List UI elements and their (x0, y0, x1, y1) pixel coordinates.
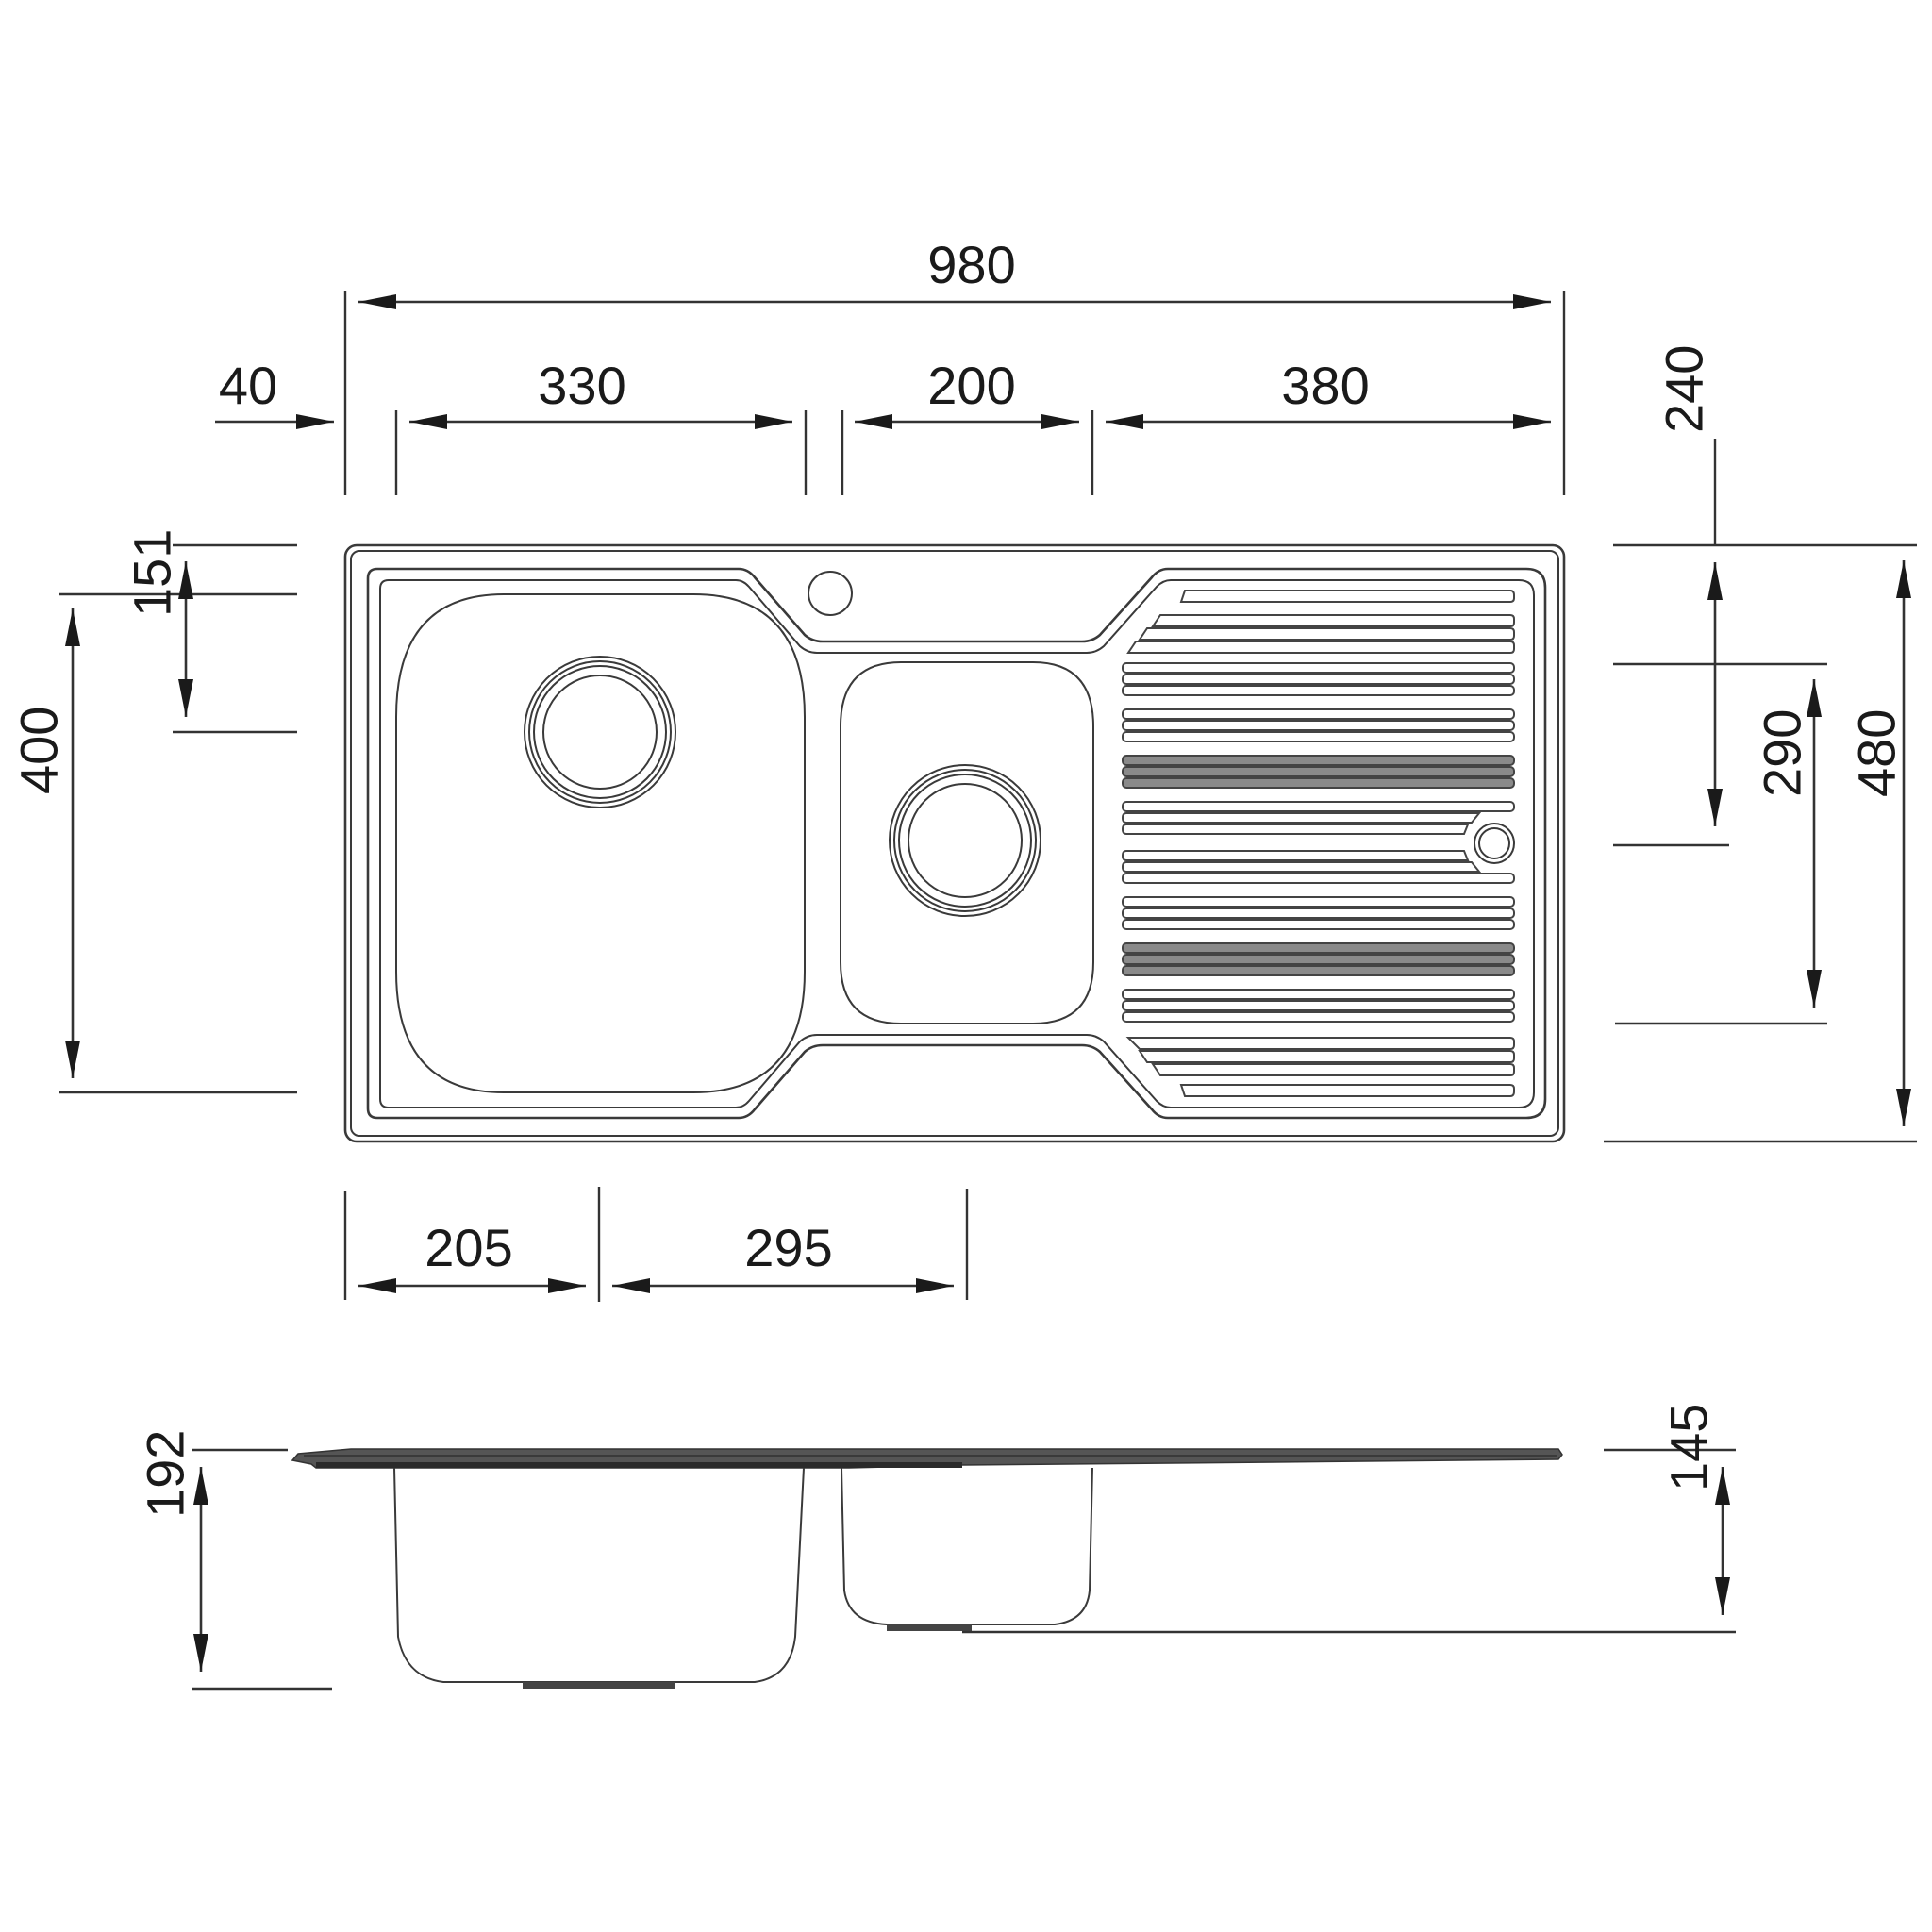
rib-group-3 (1122, 662, 1515, 696)
large-bowl (395, 593, 806, 1093)
small-bowl-waste-icon (889, 764, 1041, 917)
side-view: 192 145 (135, 1404, 1736, 1690)
large-bowl-waste-profile (523, 1682, 675, 1689)
dimension-label-480: 480 (1846, 709, 1906, 797)
dimension-label-295: 295 (744, 1218, 832, 1277)
dimension-label-145: 145 (1658, 1404, 1718, 1491)
rib-group-7 (1121, 850, 1515, 884)
drainer-rib (1126, 641, 1515, 654)
drainer-ribs (1121, 590, 1515, 1097)
dimension-label-380: 380 (1281, 356, 1369, 415)
rib-group-6 (1121, 801, 1515, 835)
dimension-label-192: 192 (135, 1430, 194, 1518)
small-bowl-waste-profile (887, 1624, 972, 1631)
left-dimensions: 151 400 (8, 529, 297, 1094)
drainer-rib (1151, 614, 1515, 627)
dimension-label-240: 240 (1654, 345, 1713, 433)
plan-view (343, 543, 1566, 1143)
dimension-label-40: 40 (219, 356, 277, 415)
bottom-dimensions: 205 295 (343, 1187, 969, 1302)
dimension-label-330: 330 (538, 356, 625, 415)
overflow-hole-icon (1474, 823, 1515, 864)
dimension-label-980: 980 (927, 235, 1015, 294)
top-dimensions: 980 40 330 200 380 (215, 235, 1566, 495)
small-bowl (840, 661, 1094, 1024)
drainer-rib (1138, 627, 1515, 641)
deck-underside (316, 1462, 962, 1468)
small-bowl-profile (841, 1467, 1093, 1625)
drainer-rib (1179, 590, 1515, 603)
dimension-label-200: 200 (927, 356, 1015, 415)
sink-outer-edge (343, 543, 1566, 1143)
rib-group-8 (1122, 896, 1515, 930)
drainer-rib (1138, 1050, 1515, 1063)
large-bowl-profile (393, 1467, 805, 1683)
right-dimensions: 240 290 480 (1604, 345, 1917, 1143)
rib-group-9 (1122, 942, 1515, 976)
deck-contour-outer (366, 567, 1547, 1120)
rib-group-4 (1122, 708, 1515, 742)
large-bowl-waste-icon (524, 656, 676, 808)
dimension-label-400: 400 (8, 707, 68, 794)
tap-hole-icon (808, 571, 853, 616)
dimension-label-290: 290 (1752, 709, 1811, 797)
drainer-rib (1179, 1084, 1515, 1097)
rib-group-10 (1122, 989, 1515, 1023)
deck-contour-inner (379, 579, 1535, 1108)
drainer-rib (1151, 1063, 1515, 1076)
dimension-label-151: 151 (122, 529, 181, 617)
drainer-rib (1125, 1037, 1515, 1050)
sink-outer-edge-inner (350, 550, 1559, 1137)
dimension-label-205: 205 (425, 1218, 512, 1277)
rib-group-5 (1122, 755, 1515, 789)
